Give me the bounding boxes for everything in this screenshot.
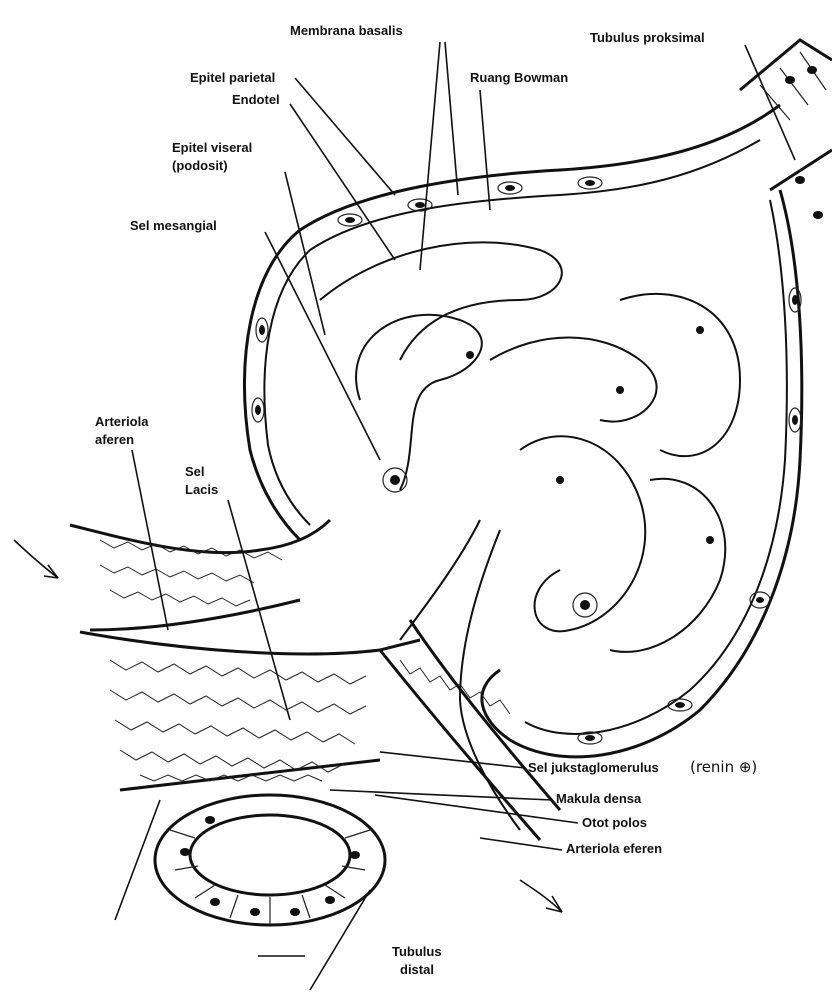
leader-makula-densa — [330, 790, 552, 800]
leader-epitel-parietal — [295, 78, 395, 195]
bowman-capsule-inner — [264, 140, 786, 734]
label-arteriola-aferen-1: Arteriola — [95, 414, 149, 429]
label-endotel: Endotel — [232, 92, 280, 107]
leader-sel-mesangial — [265, 232, 380, 460]
efferent-arteriole — [380, 620, 560, 840]
label-epitel-viseral-2: (podosit) — [172, 158, 228, 173]
hand-arrow-bottom — [520, 880, 562, 912]
label-ruang-bowman: Ruang Bowman — [470, 70, 568, 85]
hand-arrow-left — [14, 540, 58, 578]
leader-arteriola-eferen — [480, 838, 562, 850]
distal-tubule — [155, 795, 385, 925]
leader-membrana-basalis — [420, 42, 458, 270]
label-otot-polos: Otot polos — [582, 815, 647, 830]
leader-ruang-bowman — [480, 90, 490, 210]
label-tubulus-distal-1: Tubulus — [392, 944, 442, 959]
label-sel-jukstaglomerulus: Sel jukstaglomerulus — [528, 760, 659, 775]
glomerular-capillary-loops — [320, 242, 740, 830]
leader-sel-jukstaglomerulus — [380, 752, 525, 768]
label-epitel-parietal: Epitel parietal — [190, 70, 275, 85]
label-renin-note: (renin ⊕) — [690, 758, 757, 776]
label-makula-densa: Makula densa — [556, 791, 642, 806]
label-sel-mesangial: Sel mesangial — [130, 218, 217, 233]
leader-sel-lacis — [228, 500, 290, 720]
label-arteriola-eferen: Arteriola eferen — [566, 841, 662, 856]
label-sel-lacis-1: Sel — [185, 464, 205, 479]
label-tubulus-proksimal: Tubulus proksimal — [590, 30, 705, 45]
afferent-arteriole — [70, 520, 330, 630]
label-tubulus-distal-2: distal — [400, 962, 434, 977]
label-membrana-basalis: Membrana basalis — [290, 23, 403, 38]
label-epitel-viseral-1: Epitel viseral — [172, 140, 252, 155]
hand-leader-bottom-left — [115, 800, 160, 920]
leader-tubulus-proksimal — [745, 45, 795, 160]
label-arteriola-aferen-2: aferen — [95, 432, 134, 447]
juxtaglomerular-region — [80, 632, 420, 790]
leader-endotel — [290, 104, 395, 260]
label-sel-lacis-2: Lacis — [185, 482, 218, 497]
